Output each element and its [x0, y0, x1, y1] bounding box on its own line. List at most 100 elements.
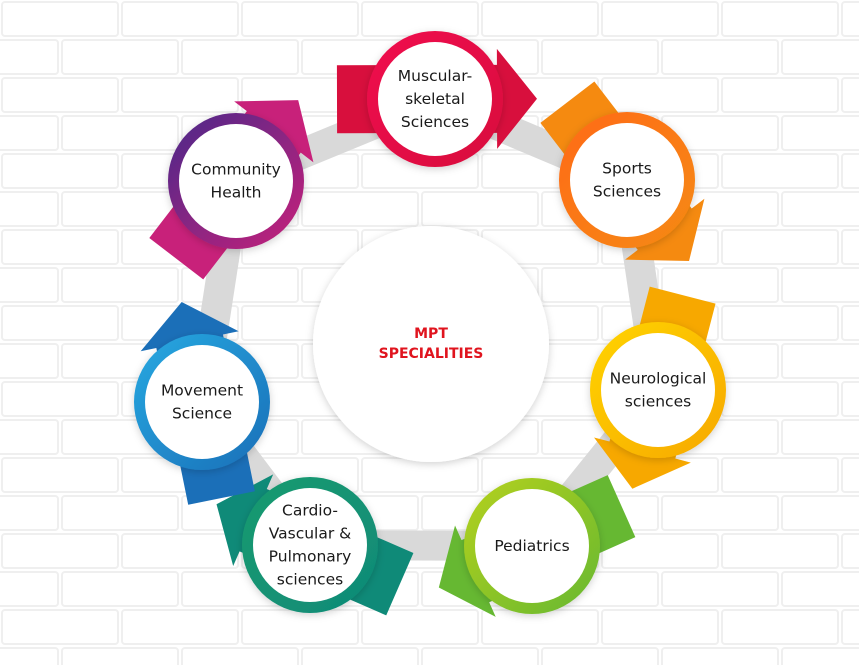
brick [721, 609, 839, 645]
brick [661, 39, 779, 75]
brick [721, 77, 839, 113]
center-hub: MPT SPECIALITIES [313, 226, 549, 462]
brick [841, 609, 859, 645]
node-label-neurological-1: sciences [625, 393, 691, 411]
brick [661, 267, 779, 303]
brick [301, 647, 419, 665]
brick [181, 647, 299, 665]
brick [781, 495, 859, 531]
brick [0, 115, 59, 151]
node-label-movement-0: Movement [161, 382, 243, 400]
brick [121, 1, 239, 37]
brick [721, 457, 839, 493]
brick [61, 267, 179, 303]
brick [0, 495, 59, 531]
brick [721, 381, 839, 417]
brick [1, 305, 119, 341]
brick [481, 1, 599, 37]
node-label-musculoskeletal-1: skeletal [405, 90, 465, 108]
node-label-movement-1: Science [172, 405, 232, 423]
brick [0, 267, 59, 303]
brick [841, 305, 859, 341]
brick [841, 153, 859, 189]
speciality-nodes: Muscular-skeletalSciencesSportsSciencesN… [134, 31, 726, 617]
brick [721, 229, 839, 265]
brick [841, 229, 859, 265]
brick [61, 115, 179, 151]
node-label-neurological-0: Neurological [610, 370, 707, 388]
brick [781, 343, 859, 379]
node-face-sports [570, 123, 684, 237]
node-face-community [179, 124, 293, 238]
node-label-community-1: Health [211, 184, 262, 202]
node-label-sports-0: Sports [602, 160, 652, 178]
node-face-musculoskeletal [378, 42, 492, 156]
brick [781, 419, 859, 455]
brick [421, 191, 539, 227]
node-face-neurological [601, 333, 715, 447]
brick [721, 305, 839, 341]
brick [1, 381, 119, 417]
brick [721, 1, 839, 37]
brick [361, 609, 479, 645]
node-label-cardio-0: Cardio- [282, 502, 338, 520]
brick [841, 77, 859, 113]
brick [241, 1, 359, 37]
center-title-line-2: SPECIALITIES [379, 346, 484, 362]
brick [61, 191, 179, 227]
brick [121, 609, 239, 645]
brick [1, 457, 119, 493]
brick [301, 191, 419, 227]
brick [61, 571, 179, 607]
brick [61, 39, 179, 75]
brick [841, 1, 859, 37]
brick [0, 191, 59, 227]
brick [1, 229, 119, 265]
brick [0, 419, 59, 455]
node-label-cardio-2: Pulmonary [269, 548, 352, 566]
brick [541, 647, 659, 665]
node-face-cardio [253, 488, 367, 602]
brick [781, 191, 859, 227]
brick [841, 533, 859, 569]
brick [781, 115, 859, 151]
node-label-cardio-3: sciences [277, 571, 343, 589]
center-title-line-1: MPT [414, 326, 448, 342]
brick [541, 39, 659, 75]
brick [0, 343, 59, 379]
brick [781, 267, 859, 303]
node-neurological: Neurological sciences [590, 286, 726, 489]
brick [61, 647, 179, 665]
brick [121, 533, 239, 569]
brick [721, 153, 839, 189]
brick [721, 533, 839, 569]
brick [841, 457, 859, 493]
node-pediatrics: Pediatrics [438, 475, 636, 617]
node-label-musculoskeletal-0: Muscular- [398, 67, 472, 85]
brick [781, 39, 859, 75]
brick [661, 495, 779, 531]
brick [601, 609, 719, 645]
brick [1, 533, 119, 569]
brick [1, 609, 119, 645]
brick [661, 571, 779, 607]
node-label-musculoskeletal-2: Sciences [401, 113, 469, 131]
brick [421, 647, 539, 665]
brick [181, 39, 299, 75]
brick [781, 571, 859, 607]
brick [361, 1, 479, 37]
brick [601, 1, 719, 37]
brick [121, 77, 239, 113]
brick [661, 647, 779, 665]
brick [781, 647, 859, 665]
node-label-sports-1: Sciences [593, 183, 661, 201]
node-face-movement [145, 345, 259, 459]
brick [1, 77, 119, 113]
brick [0, 647, 59, 665]
